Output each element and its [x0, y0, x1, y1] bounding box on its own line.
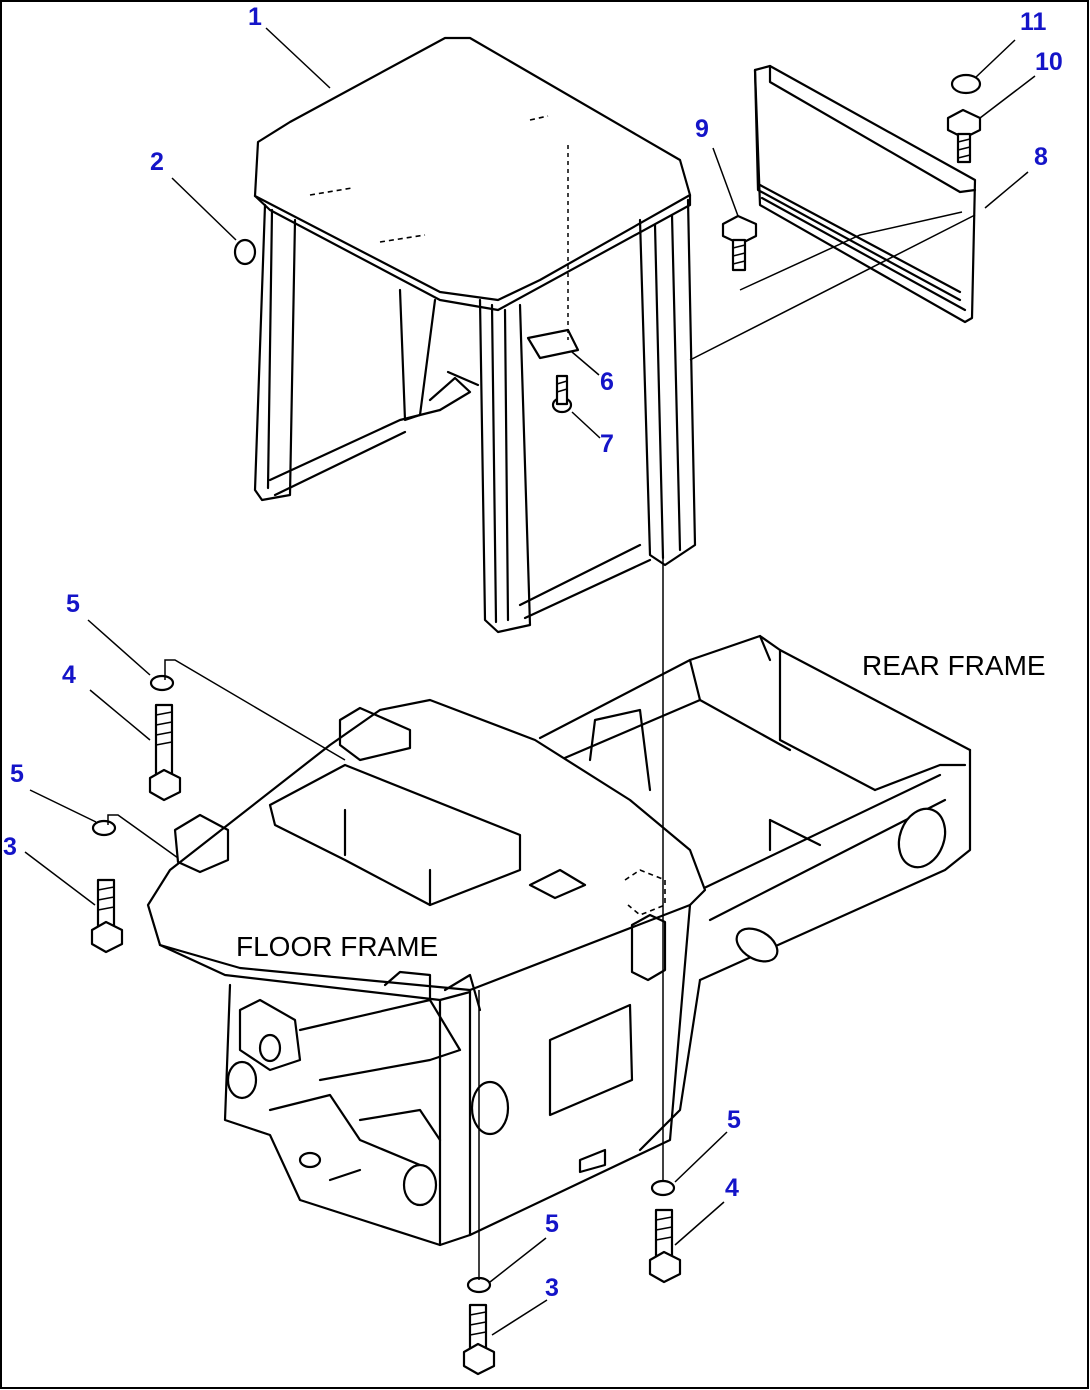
callout-1: 1 — [248, 3, 262, 31]
rear-frame-label: REAR FRAME — [862, 650, 1046, 681]
callout-5-right: 5 — [727, 1106, 741, 1134]
bolt-10 — [946, 108, 982, 164]
cap-11 — [950, 73, 982, 95]
floor-frame — [146, 698, 707, 1247]
callout-5-top-left: 5 — [66, 590, 80, 618]
callout-10: 10 — [1035, 48, 1063, 76]
leader-lines — [24, 27, 1036, 1336]
callout-11: 11 — [1020, 8, 1047, 36]
washer-5c — [466, 1276, 492, 1294]
bolt-3a — [90, 878, 124, 954]
callout-4-left: 4 — [62, 661, 76, 689]
washer-5d — [650, 1179, 676, 1197]
callout-3-bottom: 3 — [545, 1274, 559, 1302]
callout-9: 9 — [695, 115, 709, 143]
bolt-3b — [462, 1303, 496, 1376]
callout-6: 6 — [600, 368, 614, 396]
callout-2: 2 — [150, 148, 164, 176]
callout-4-right: 4 — [725, 1174, 739, 1202]
callout-7: 7 — [600, 430, 614, 458]
bolt-4b — [648, 1208, 682, 1284]
washer-5a — [149, 674, 175, 692]
washer-5b — [91, 819, 117, 837]
cap-2 — [233, 238, 257, 266]
callout-3-left: 3 — [3, 833, 17, 861]
assembly-lines — [107, 145, 976, 1280]
bolt-9 — [721, 214, 758, 272]
bolt-7 — [551, 374, 573, 414]
rear-frame — [538, 634, 972, 1152]
bolt-4a — [148, 703, 182, 802]
callout-5-bottom: 5 — [545, 1210, 559, 1238]
floor-frame-label: FLOOR FRAME — [236, 931, 438, 962]
callout-5-left: 5 — [10, 760, 24, 788]
callout-8: 8 — [1034, 143, 1048, 171]
rear-plate — [753, 64, 977, 324]
canopy — [253, 36, 697, 634]
